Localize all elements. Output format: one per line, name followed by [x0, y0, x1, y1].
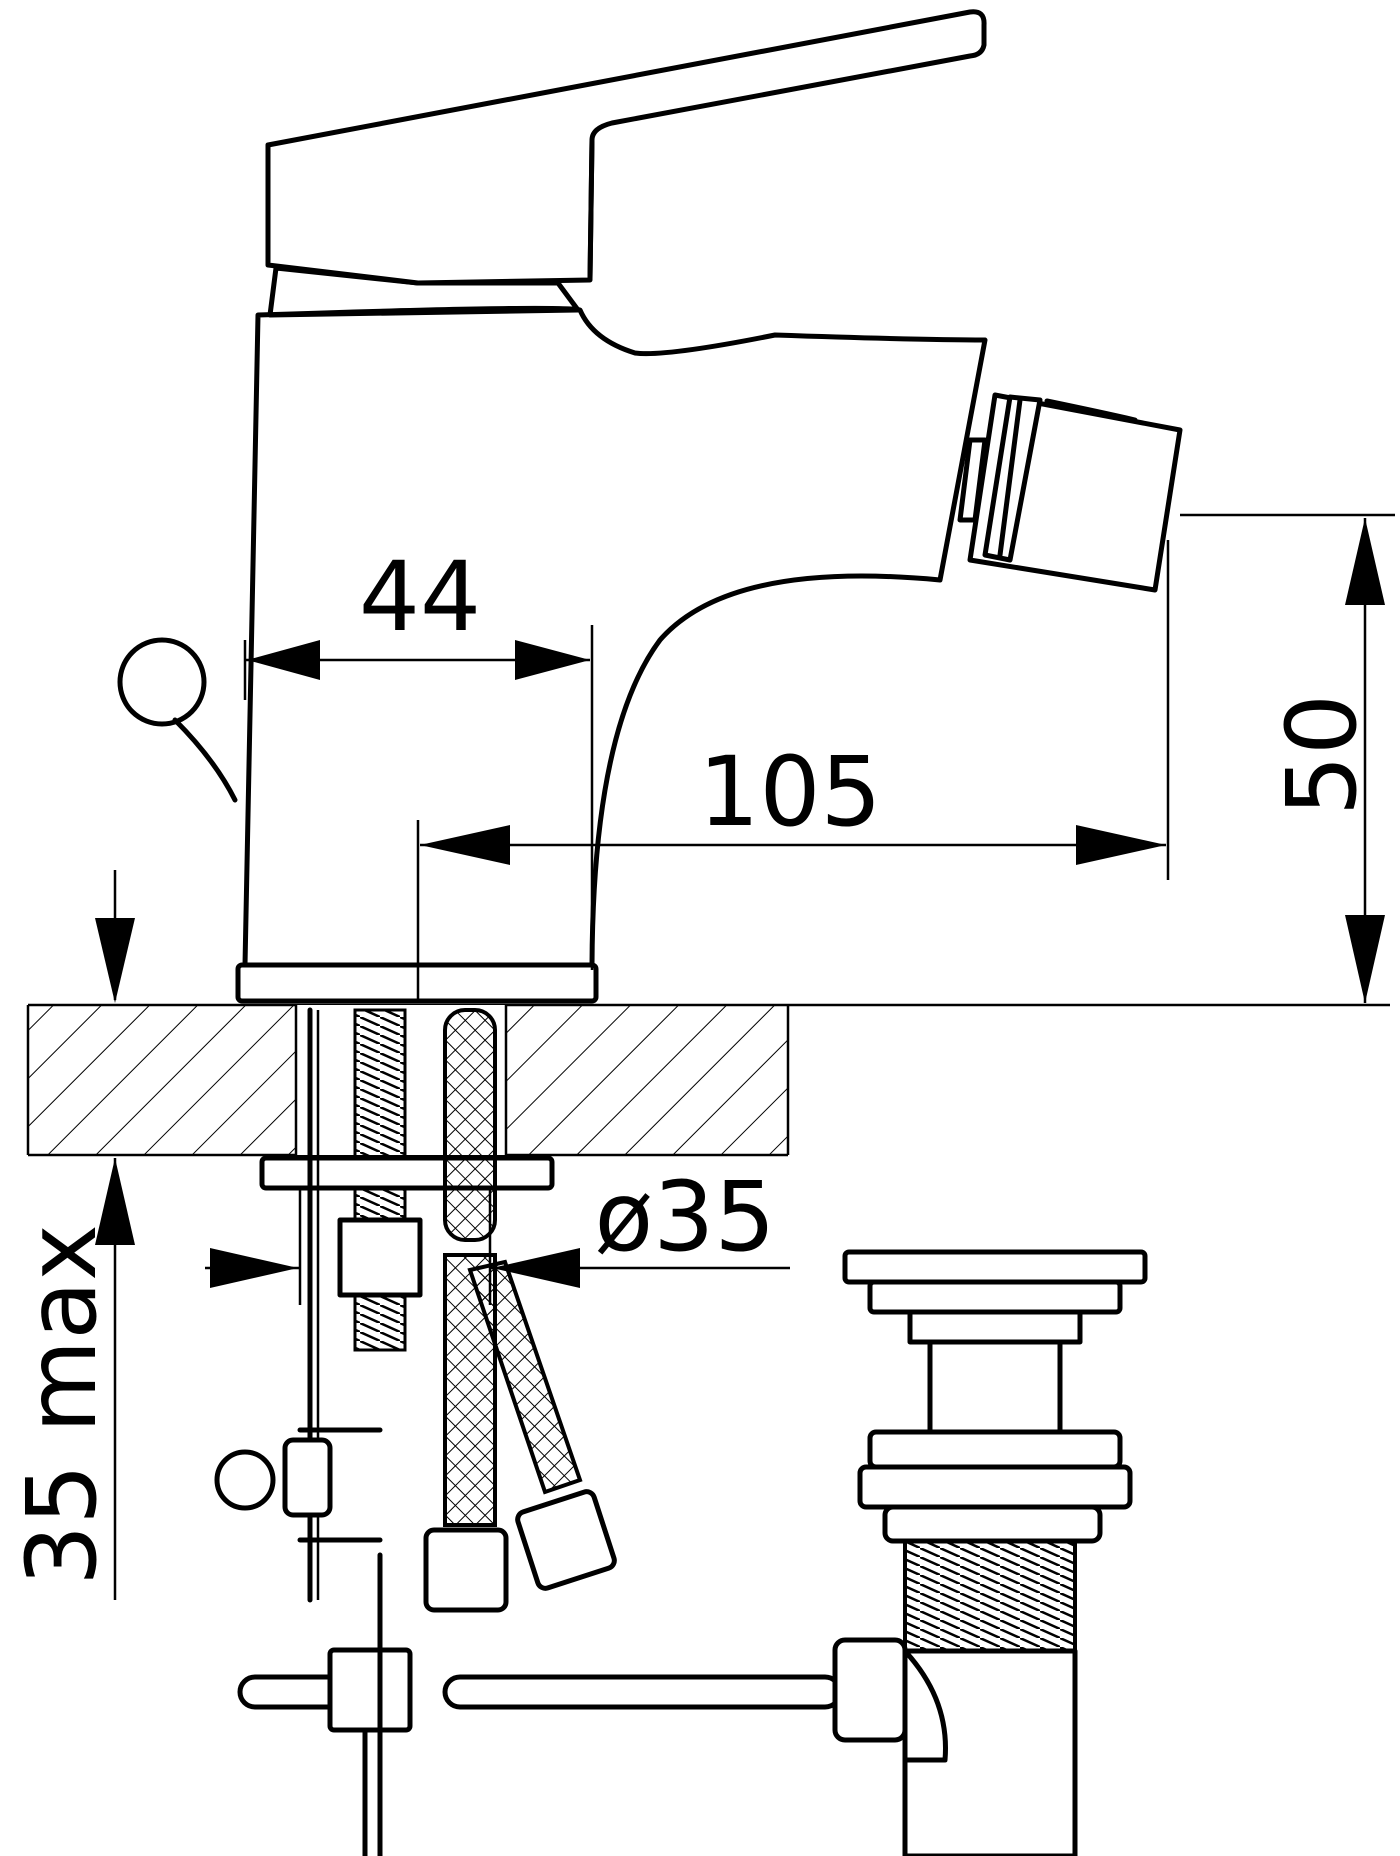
popup-waste	[832, 1249, 1148, 1856]
dimension-105: 105	[416, 540, 1170, 1000]
dimension-50: 50	[1180, 513, 1395, 1003]
label-50: 50	[1266, 694, 1378, 816]
countertop-section	[26, 1003, 1390, 1157]
label-105: 105	[698, 736, 881, 848]
label-35-max: 35 max	[6, 1224, 118, 1586]
lever-handle	[265, 9, 987, 286]
dimension-35-max: 35 max	[6, 870, 135, 1600]
flexible-hoses	[423, 1008, 617, 1613]
label-44: 44	[359, 541, 481, 653]
popup-linkage	[214, 1427, 843, 1856]
label-dia-35: ø35	[595, 1161, 776, 1273]
faucet-body	[235, 265, 988, 1004]
dimension-44: 44	[243, 541, 594, 970]
bidet-aerator	[957, 392, 1183, 593]
side-knob	[117, 637, 238, 803]
